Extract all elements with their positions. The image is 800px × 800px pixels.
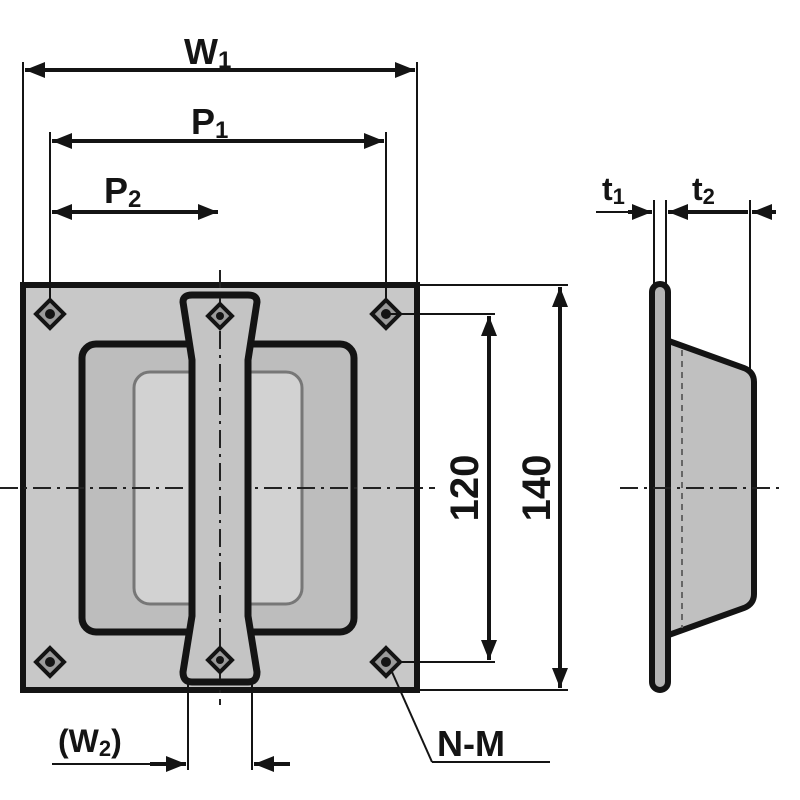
- label-n-m: N-M: [437, 723, 505, 764]
- dimension-140: 140: [420, 284, 568, 691]
- label-w1: W: [184, 31, 218, 72]
- label-w1-sub: 1: [218, 47, 231, 74]
- label-t1: t: [602, 171, 613, 207]
- handle-screw-bottom: [205, 645, 235, 675]
- dimension-w1: W1: [22, 31, 418, 285]
- label-p1: P: [191, 101, 215, 142]
- label-t2-sub: 2: [703, 184, 715, 209]
- svg-text:t1: t1: [602, 171, 625, 209]
- label-w2-close: ): [111, 723, 122, 759]
- label-120: 120: [443, 455, 487, 522]
- mounting-hole-bottom-right: [369, 645, 403, 679]
- callout-n-m: N-M: [391, 671, 550, 764]
- svg-text:(W2): (W2): [58, 723, 122, 761]
- label-p2: P: [104, 170, 128, 211]
- mounting-hole-top-left: [33, 297, 67, 331]
- mounting-hole-top-right: [369, 297, 403, 331]
- label-p1-sub: 1: [215, 117, 228, 144]
- mounting-hole-bottom-left: [33, 645, 67, 679]
- dimension-t1: t1: [596, 171, 688, 290]
- svg-text:t2: t2: [692, 171, 715, 209]
- label-w2-open: (W: [58, 723, 100, 759]
- label-w2-sub: 2: [99, 736, 111, 761]
- svg-text:W1: W1: [184, 31, 231, 74]
- label-140: 140: [515, 455, 559, 522]
- dimension-p1: P1: [49, 101, 387, 300]
- handle-screw-top: [205, 301, 235, 331]
- label-t2: t: [692, 171, 703, 207]
- dimension-120: 120: [388, 313, 497, 663]
- svg-text:P2: P2: [104, 170, 141, 213]
- front-view: [0, 270, 435, 705]
- dimension-w2: (W2): [52, 682, 290, 772]
- label-p2-sub: 2: [128, 186, 141, 213]
- side-view: [620, 281, 782, 693]
- dimension-p2: P2: [52, 170, 218, 220]
- label-t1-sub: 1: [613, 184, 625, 209]
- dimension-t2: t2: [668, 171, 776, 372]
- svg-text:P1: P1: [191, 101, 228, 144]
